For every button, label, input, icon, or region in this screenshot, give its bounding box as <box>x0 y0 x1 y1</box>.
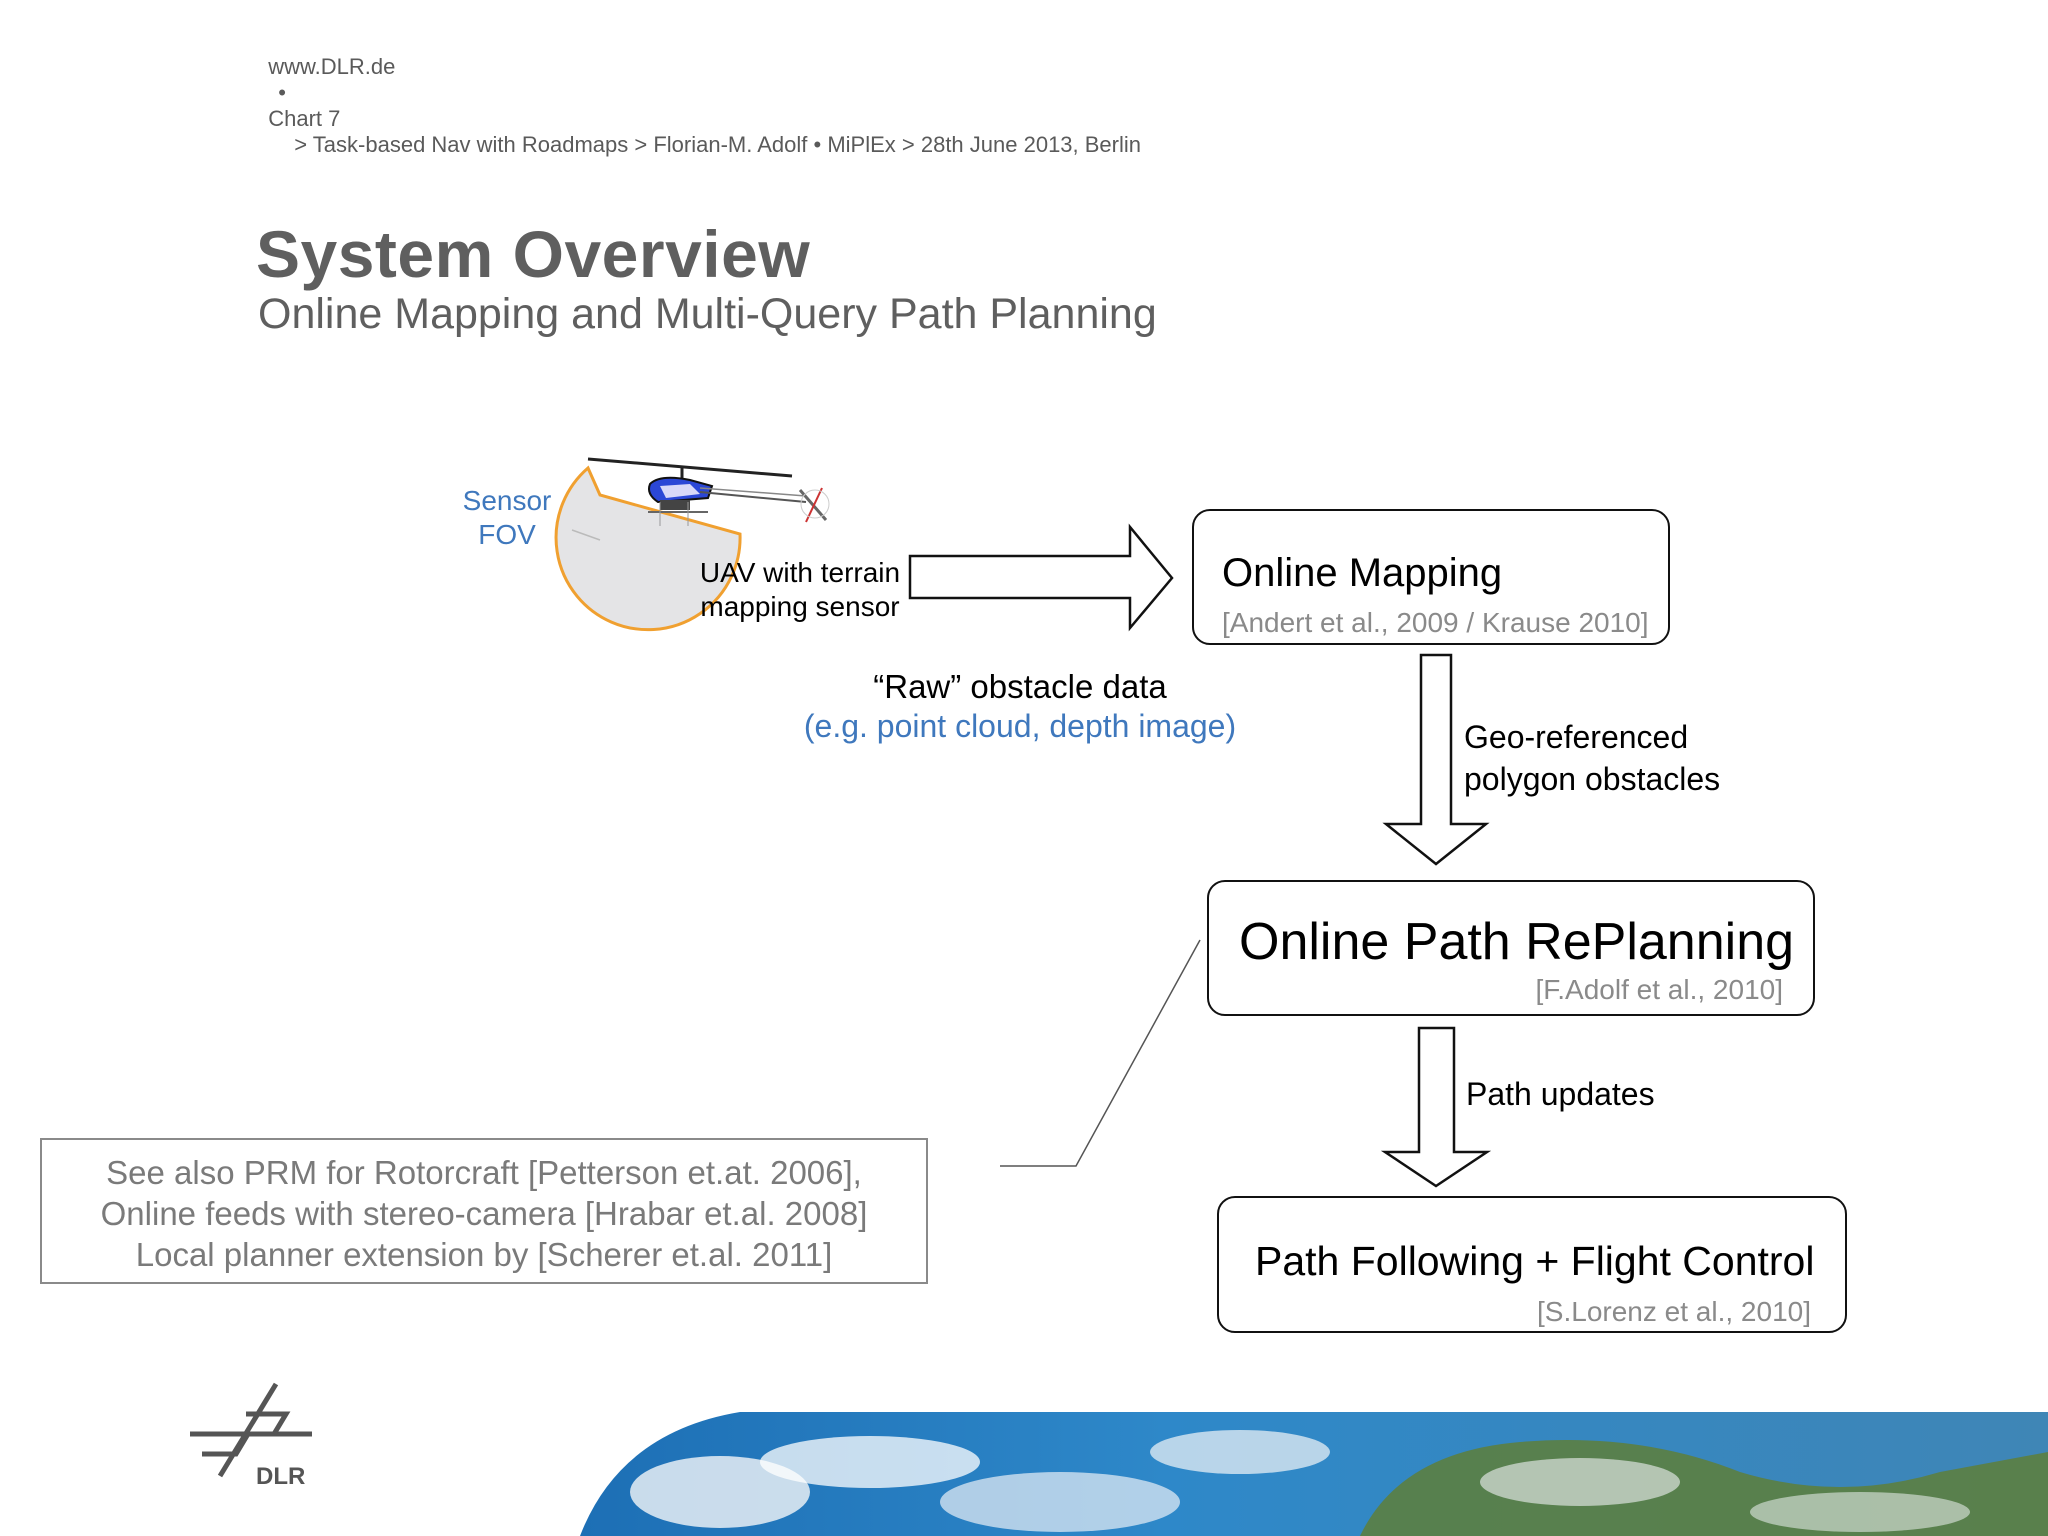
see-also-line-2: Online feeds with stereo-camera [Hrabar … <box>100 1195 868 1232</box>
header-bullet: • <box>278 80 286 105</box>
path-following-ref: [S.Lorenz et al., 2010] <box>1537 1296 1811 1327</box>
uav-label-line-2: mapping sensor <box>700 591 900 622</box>
geo-label-line-2: polygon obstacles <box>1464 761 1721 797</box>
online-replanning-box: Online Path RePlanning [F.Adolf et al., … <box>1207 880 1815 1016</box>
slide-title: System Overview <box>256 217 811 291</box>
arrow-to-mapping <box>908 523 1174 632</box>
arrow-to-replanning <box>1382 653 1490 866</box>
online-replanning-ref: [F.Adolf et al., 2010] <box>1535 974 1784 1005</box>
see-also-callout-line <box>1000 939 1201 1167</box>
see-also-line-1: See also PRM for Rotorcraft [Petterson e… <box>106 1154 862 1191</box>
path-following-title: Path Following + Flight Control <box>1255 1238 1815 1284</box>
slide-subtitle: Online Mapping and Multi-Query Path Plan… <box>258 290 1157 338</box>
geo-referenced-label: Geo-referenced polygon obstacles <box>1464 716 1720 800</box>
online-mapping-title: Online Mapping <box>1222 551 1503 595</box>
online-mapping-box: Online Mapping [Andert et al., 2009 / Kr… <box>1192 509 1670 645</box>
sensor-fov-line-2: FOV <box>478 519 536 550</box>
sensor-fov-label: Sensor FOV <box>440 484 574 552</box>
fov-callout-line <box>571 529 601 541</box>
header-breadcrumb: > Task-based Nav with Roadmaps > Florian… <box>294 132 1142 157</box>
see-also-line-3: Local planner extension by [Scherer et.a… <box>135 1236 833 1273</box>
raw-obstacle-label: “Raw” obstacle data <box>873 668 1167 705</box>
raw-obstacle-example: (e.g. point cloud, depth image) <box>803 708 1237 744</box>
slide-header: www.DLR.de • Chart 7 > Task-based Nav wi… <box>256 28 1141 158</box>
online-replanning-title: Online Path RePlanning <box>1239 913 1795 971</box>
uav-label-line-1: UAV with terrain <box>699 557 901 588</box>
helicopter-icon <box>587 457 830 526</box>
uav-label: UAV with terrain mapping sensor <box>690 556 910 624</box>
online-mapping-ref: [Andert et al., 2009 / Krause 2010] <box>1222 607 1649 638</box>
sensor-fov-line-1: Sensor <box>462 485 552 516</box>
see-also-box: See also PRM for Rotorcraft [Petterson e… <box>40 1138 928 1284</box>
sensor-fov-wedge <box>554 465 742 632</box>
header-chart: Chart 7 <box>268 106 341 131</box>
dlr-logo: DLR <box>190 1382 312 1490</box>
arrow-to-following <box>1380 1026 1492 1188</box>
geo-label-line-1: Geo-referenced <box>1464 719 1689 755</box>
header-site: www.DLR.de <box>268 54 396 79</box>
path-updates-label: Path updates <box>1466 1076 1655 1112</box>
dlr-logo-text: DLR <box>256 1463 305 1490</box>
earth-image <box>580 1412 2048 1536</box>
path-following-box: Path Following + Flight Control [S.Loren… <box>1217 1196 1847 1333</box>
